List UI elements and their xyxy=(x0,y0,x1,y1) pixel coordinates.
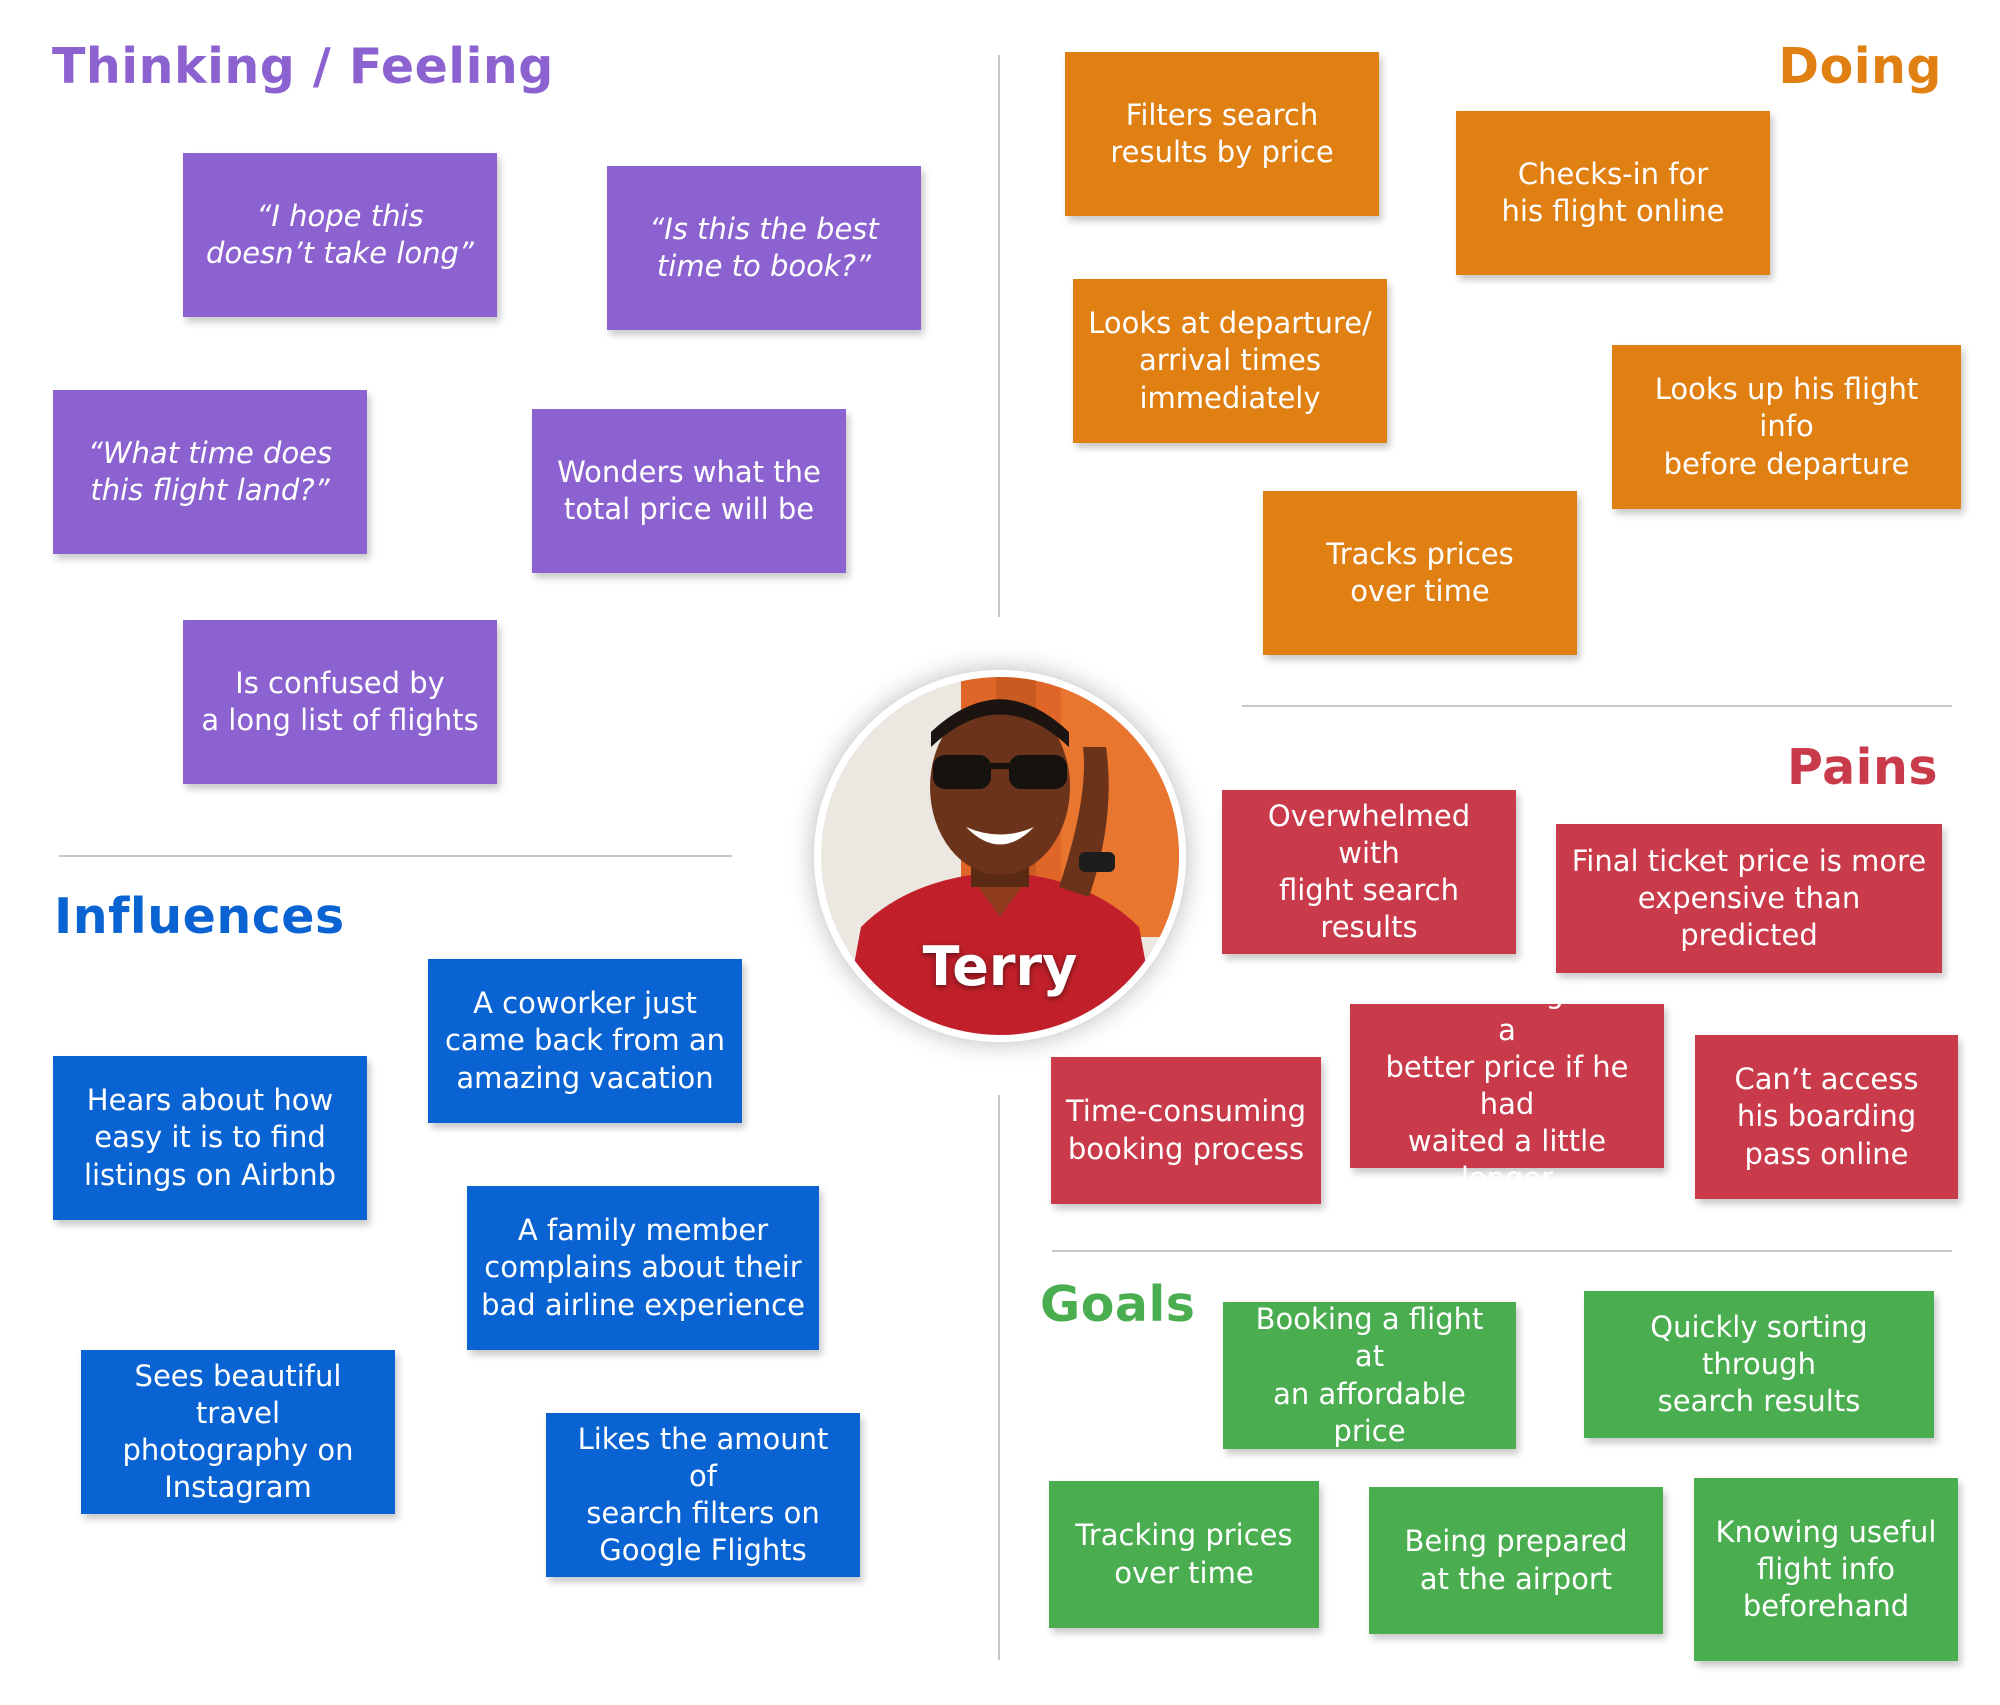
persona-name: Terry xyxy=(922,935,1078,998)
pain-note: Can’t access his boarding pass online xyxy=(1695,1035,1958,1199)
divider-thinking-influences xyxy=(59,855,732,857)
pain-note: Overwhelmed with flight search results xyxy=(1222,790,1516,954)
vertical-divider-top xyxy=(998,55,1000,617)
thinking-note: Wonders what the total price will be xyxy=(532,409,846,573)
doing-heading: Doing xyxy=(1778,38,1942,95)
pain-note: Time-consuming booking process xyxy=(1051,1057,1321,1204)
thinking-note: “What time does this flight land?” xyxy=(53,390,367,554)
doing-note: Tracks prices over time xyxy=(1263,491,1577,655)
doing-note: Looks at departure/ arrival times immedi… xyxy=(1073,279,1387,443)
thinking-note: Is confused by a long list of flights xyxy=(183,620,497,784)
goals-heading: Goals xyxy=(1040,1276,1196,1333)
influence-note: Likes the amount of search filters on Go… xyxy=(546,1413,860,1577)
goal-note: Being prepared at the airport xyxy=(1369,1487,1663,1634)
doing-note: Looks up his flight info before departur… xyxy=(1612,345,1961,509)
influence-note: Sees beautiful travel photography on Ins… xyxy=(81,1350,395,1514)
goal-note: Booking a flight at an affordable price xyxy=(1223,1302,1516,1449)
vertical-divider-bottom xyxy=(998,1095,1000,1660)
goal-note: Knowing useful flight info beforehand xyxy=(1694,1478,1958,1661)
influences-heading: Influences xyxy=(54,888,345,945)
pain-note: Could have gotten a better price if he h… xyxy=(1350,976,1664,1195)
pains-heading: Pains xyxy=(1786,739,1938,796)
doing-note: Checks-in for his flight online xyxy=(1456,111,1770,275)
divider-doing-pains xyxy=(1242,705,1952,707)
influence-note: Hears about how easy it is to find listi… xyxy=(53,1056,367,1220)
thinking-note: “Is this the best time to book?” xyxy=(607,166,921,330)
doing-note: Filters search results by price xyxy=(1065,52,1379,216)
divider-pains-goals xyxy=(1052,1250,1952,1252)
influence-note: A coworker just came back from an amazin… xyxy=(428,959,742,1123)
goal-note: Tracking prices over time xyxy=(1049,1481,1319,1628)
thinking-feeling-heading: Thinking / Feeling xyxy=(52,38,554,95)
pain-note: Final ticket price is more expensive tha… xyxy=(1556,824,1942,973)
influence-note: A family member complains about their ba… xyxy=(467,1186,819,1350)
goal-note: Quickly sorting through search results xyxy=(1584,1291,1934,1438)
persona-photo xyxy=(821,677,1179,1035)
thinking-note: “I hope this doesn’t take long” xyxy=(183,153,497,317)
persona-avatar: Terry xyxy=(814,670,1186,1042)
